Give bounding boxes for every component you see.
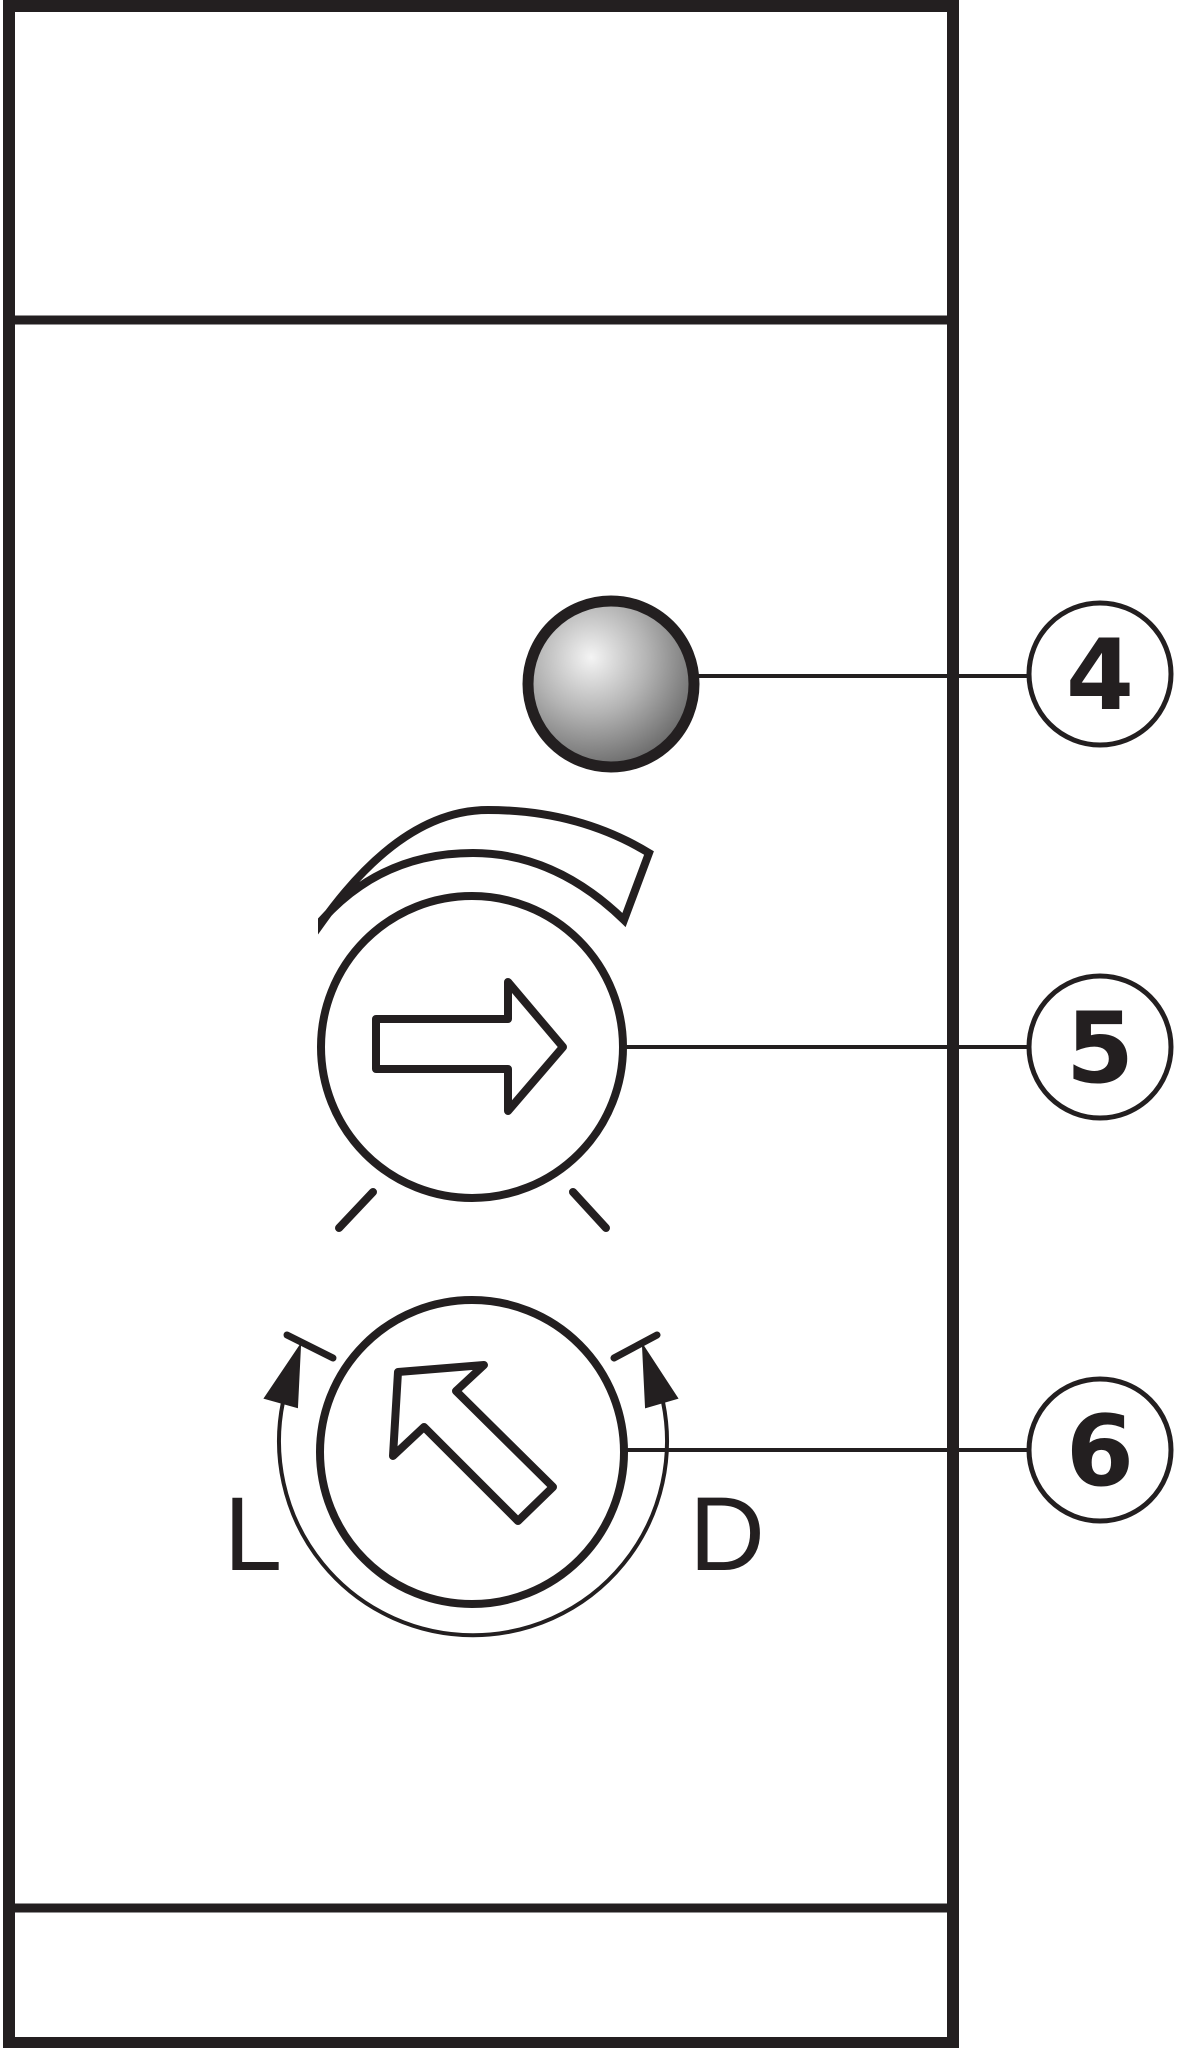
- callout-number: 4: [1066, 619, 1134, 733]
- left-rotation-arrowhead-icon: [263, 1342, 302, 1409]
- callout-number: 5: [1066, 992, 1134, 1106]
- scale-tick-left: [335, 1188, 377, 1232]
- pointer-arrow-icon: [389, 1361, 557, 1525]
- callout-circle: [1026, 973, 1174, 1121]
- housing-outline: [3, 0, 959, 2048]
- callout-4: 4: [1026, 600, 1174, 748]
- right-direction-label: D: [689, 1476, 765, 1593]
- device-housing: [3, 0, 959, 2048]
- right-arrow-icon: [372, 978, 567, 1115]
- callout-number: 6: [1066, 1395, 1134, 1509]
- left-direction-label: L: [224, 1476, 282, 1593]
- scale-tick-right: [569, 1188, 610, 1232]
- selector-knob-dial[interactable]: [316, 1296, 628, 1608]
- time-knob-dial[interactable]: [317, 892, 627, 1202]
- callout-circle: [1026, 600, 1174, 748]
- callout-6: 6: [1026, 1376, 1174, 1524]
- callout-circle: [1026, 1376, 1174, 1524]
- rotation-arc-arrow-icon: [318, 805, 654, 935]
- leader-lines: [626, 674, 1030, 1452]
- stop-mark-right: [610, 1331, 661, 1362]
- stop-mark-left: [283, 1331, 337, 1362]
- right-rotation-arrowhead-icon: [641, 1342, 679, 1409]
- led-lamp: [522, 595, 700, 773]
- callout-5: 5: [1026, 973, 1174, 1121]
- time-setting-knob[interactable]: [317, 805, 654, 1232]
- function-selector-knob[interactable]: L D: [224, 1296, 765, 1638]
- selector-rotation-arc: [277, 1401, 669, 1638]
- indicator-led: [522, 595, 700, 773]
